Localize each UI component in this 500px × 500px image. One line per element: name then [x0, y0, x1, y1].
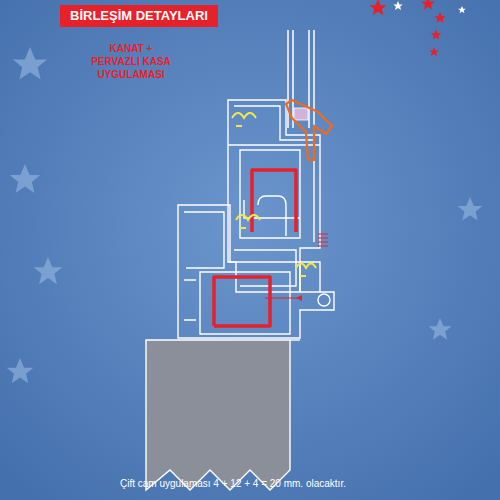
drain-arrow — [296, 295, 302, 301]
frame-edge — [290, 339, 300, 340]
spacer — [294, 108, 308, 120]
title-banner: BİRLEŞİM DETAYLARI — [60, 5, 218, 27]
wall-block — [146, 340, 290, 490]
frame-profile — [178, 205, 334, 338]
glazing-caption: Çift cam uygulaması 4 + 12 + 4 = 20 mm. … — [120, 478, 346, 490]
background-stars — [7, 47, 483, 383]
drainage-marks — [265, 234, 328, 298]
glazing-bead — [286, 100, 332, 160]
sash-profile — [228, 100, 320, 292]
white-stars — [393, 1, 466, 13]
steel-reinforcement — [214, 170, 296, 326]
red-stars — [369, 0, 445, 56]
application-note: KANAT + PERVAZLI KASA UYGULAMASI — [88, 42, 174, 81]
gaskets — [232, 113, 316, 276]
double-glazing — [288, 30, 314, 128]
